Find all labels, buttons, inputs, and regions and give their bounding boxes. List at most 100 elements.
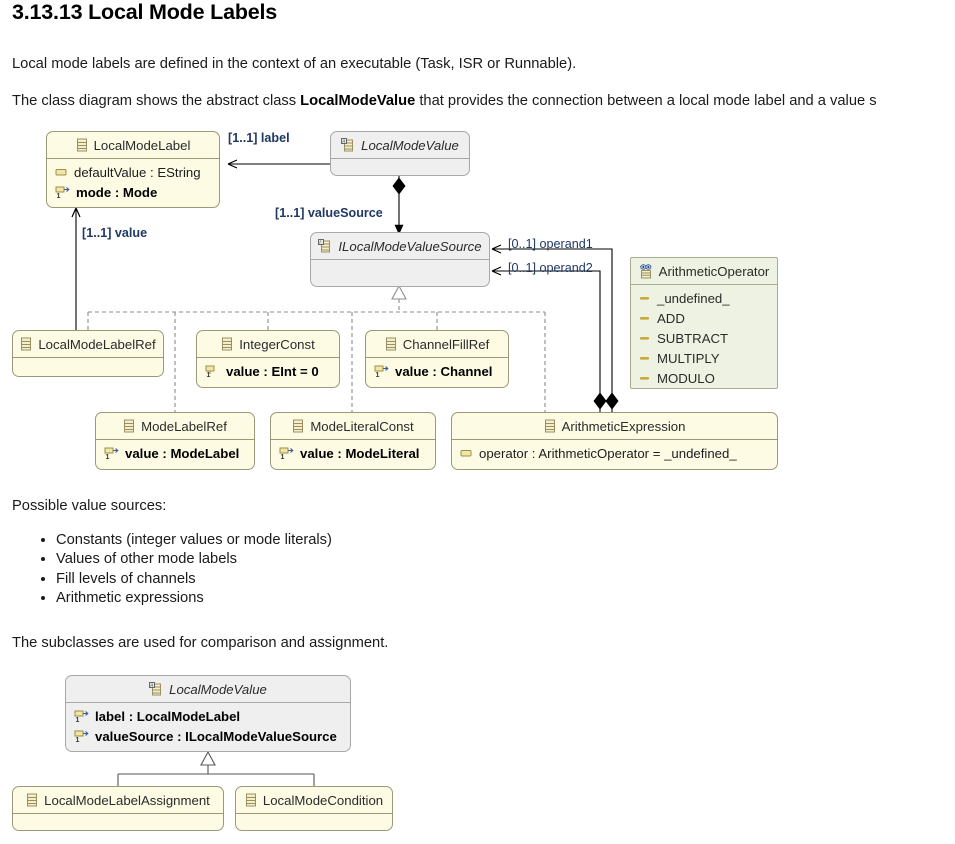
class-features: 1 value : ModeLiteral <box>271 440 435 466</box>
svg-text:1: 1 <box>57 193 61 199</box>
class-name: LocalModeLabelAssignment <box>44 792 210 808</box>
class-box-localmodelabelref[interactable]: LocalModeLabelRef <box>12 330 164 377</box>
enum-literal-row: ADD <box>631 308 777 328</box>
enum-literal-icon <box>639 374 651 382</box>
feature-row: 1 mode : Mode <box>47 182 219 202</box>
svg-text:1: 1 <box>376 372 380 378</box>
class-icon <box>544 419 556 433</box>
class-box-modelabelref[interactable]: ModeLabelRef 1 value : ModeLabel <box>95 412 255 470</box>
reference-icon: 1 <box>74 709 89 724</box>
class-box-arithmeticoperator[interactable]: ArithmeticOperator _undefined_ ADD SUBTR… <box>630 257 778 389</box>
class-features: operator : ArithmeticOperator = _undefin… <box>452 440 777 466</box>
svg-text:A: A <box>341 139 345 144</box>
class-name: ChannelFillRef <box>402 336 490 352</box>
desc-class-name: LocalModeValue <box>300 93 416 109</box>
feature-label: mode : Mode <box>76 184 158 200</box>
class-name: LocalModeValue <box>361 137 459 153</box>
feature-row: defaultValue : EString <box>47 162 219 182</box>
feature-row: 1 value : EInt = 0 <box>197 361 339 381</box>
class-name: ArithmeticExpression <box>561 418 686 434</box>
list-item: Values of other mode labels <box>56 550 332 569</box>
interface-icon: I <box>318 239 332 253</box>
page-title: 3.13.13 Local Mode Labels <box>12 0 278 24</box>
enum-literal-label: _undefined_ <box>657 290 730 306</box>
class-features <box>236 814 392 830</box>
enum-literal-label: MODULO <box>657 370 715 386</box>
enum-literal-label: ADD <box>657 310 685 326</box>
class-box-ilocalmodevaluesource[interactable]: I ILocalModeValueSource <box>310 232 490 287</box>
svg-text:I: I <box>320 240 322 245</box>
class-title: LocalModeLabel <box>47 132 219 159</box>
feature-row: 1 label : LocalModeLabel <box>66 706 350 726</box>
attribute-icon <box>460 448 473 458</box>
enum-literal-icon <box>639 354 651 362</box>
enum-icon <box>639 263 653 279</box>
reference-icon: 1 <box>74 729 89 744</box>
class-box-localmodevalue-detail[interactable]: A LocalModeValue 1 label : LocalModeLabe… <box>65 675 351 752</box>
class-icon <box>385 337 397 351</box>
enum-literal-icon <box>639 334 651 342</box>
class-icon <box>26 793 38 807</box>
feature-row: 1 value : ModeLabel <box>96 443 254 463</box>
edge-label-label: [1..1] label <box>228 131 290 145</box>
class-box-channelfillref[interactable]: ChannelFillRef 1 value : Channel <box>365 330 509 388</box>
class-features <box>13 814 223 830</box>
class-features: 1 value : ModeLabel <box>96 440 254 466</box>
class-box-localmodelabel[interactable]: LocalModeLabel defaultValue : EString 1 … <box>46 131 220 208</box>
class-title: ChannelFillRef <box>366 331 508 358</box>
class-icon <box>221 337 233 351</box>
class-name: ILocalModeValueSource <box>338 238 482 254</box>
class-title: LocalModeLabelAssignment <box>13 787 223 814</box>
class-box-localmodevalue[interactable]: A LocalModeValue <box>330 131 470 176</box>
edge-label-value: [1..1] value <box>82 226 148 240</box>
svg-text:1: 1 <box>281 454 285 460</box>
class-icon <box>245 793 257 807</box>
class-name: ArithmeticOperator <box>658 263 770 279</box>
svg-text:1: 1 <box>76 717 80 723</box>
class-name: LocalModeValue <box>169 681 267 697</box>
class-box-integerconst[interactable]: IntegerConst 1 value : EInt = 0 <box>196 330 340 388</box>
class-features: 1 label : LocalModeLabel 1 valueSource :… <box>66 703 350 749</box>
abstract-class-icon: A <box>149 682 163 696</box>
intro-paragraph: Local mode labels are defined in the con… <box>12 56 577 72</box>
class-title: A LocalModeValue <box>66 676 350 703</box>
class-name: LocalModeLabel <box>93 137 191 153</box>
class-box-localmodecondition[interactable]: LocalModeCondition <box>235 786 393 831</box>
class-box-arithmeticexpression[interactable]: ArithmeticExpression operator : Arithmet… <box>451 412 778 470</box>
class-features: defaultValue : EString 1 mode : Mode <box>47 159 219 205</box>
class-name: LocalModeCondition <box>262 792 384 808</box>
feature-row: 1 valueSource : ILocalModeValueSource <box>66 726 350 746</box>
reference-icon: 1 <box>374 364 389 379</box>
class-features: 1 value : EInt = 0 <box>197 358 339 384</box>
svg-text:1: 1 <box>207 372 211 378</box>
class-features <box>331 159 469 175</box>
feature-label: valueSource : ILocalModeValueSource <box>95 728 337 744</box>
class-title: ModeLiteralConst <box>271 413 435 440</box>
class-title: IntegerConst <box>197 331 339 358</box>
edge-label-operand2: [0..1] operand2 <box>508 261 593 275</box>
class-title: I ILocalModeValueSource <box>311 233 489 260</box>
class-box-localmodelabelassignment[interactable]: LocalModeLabelAssignment <box>12 786 224 831</box>
class-title: ModeLabelRef <box>96 413 254 440</box>
class-title: LocalModeCondition <box>236 787 392 814</box>
class-features: 1 value : Channel <box>366 358 508 384</box>
enum-literal-row: MODULO <box>631 368 777 388</box>
enum-literal-icon <box>639 314 651 322</box>
svg-text:1: 1 <box>76 737 80 743</box>
class-icon <box>292 419 304 433</box>
list-item: Constants (integer values or mode litera… <box>56 531 332 550</box>
enum-literal-row: _undefined_ <box>631 288 777 308</box>
class-title: A LocalModeValue <box>331 132 469 159</box>
diagram-description-paragraph: The class diagram shows the abstract cla… <box>12 93 877 109</box>
list-item: Fill levels of channels <box>56 570 332 589</box>
class-box-modeliteralconst[interactable]: ModeLiteralConst 1 value : ModeLiteral <box>270 412 436 470</box>
enum-literal-row: MULTIPLY <box>631 348 777 368</box>
attribute-icon: 1 <box>205 364 220 379</box>
feature-label: operator : ArithmeticOperator = _undefin… <box>479 445 737 461</box>
feature-label: label : LocalModeLabel <box>95 708 241 724</box>
class-title: LocalModeLabelRef <box>13 331 163 358</box>
feature-label: value : Channel <box>395 363 493 379</box>
desc-text-after: that provides the connection between a l… <box>415 93 877 109</box>
class-name: ModeLiteralConst <box>310 418 414 434</box>
